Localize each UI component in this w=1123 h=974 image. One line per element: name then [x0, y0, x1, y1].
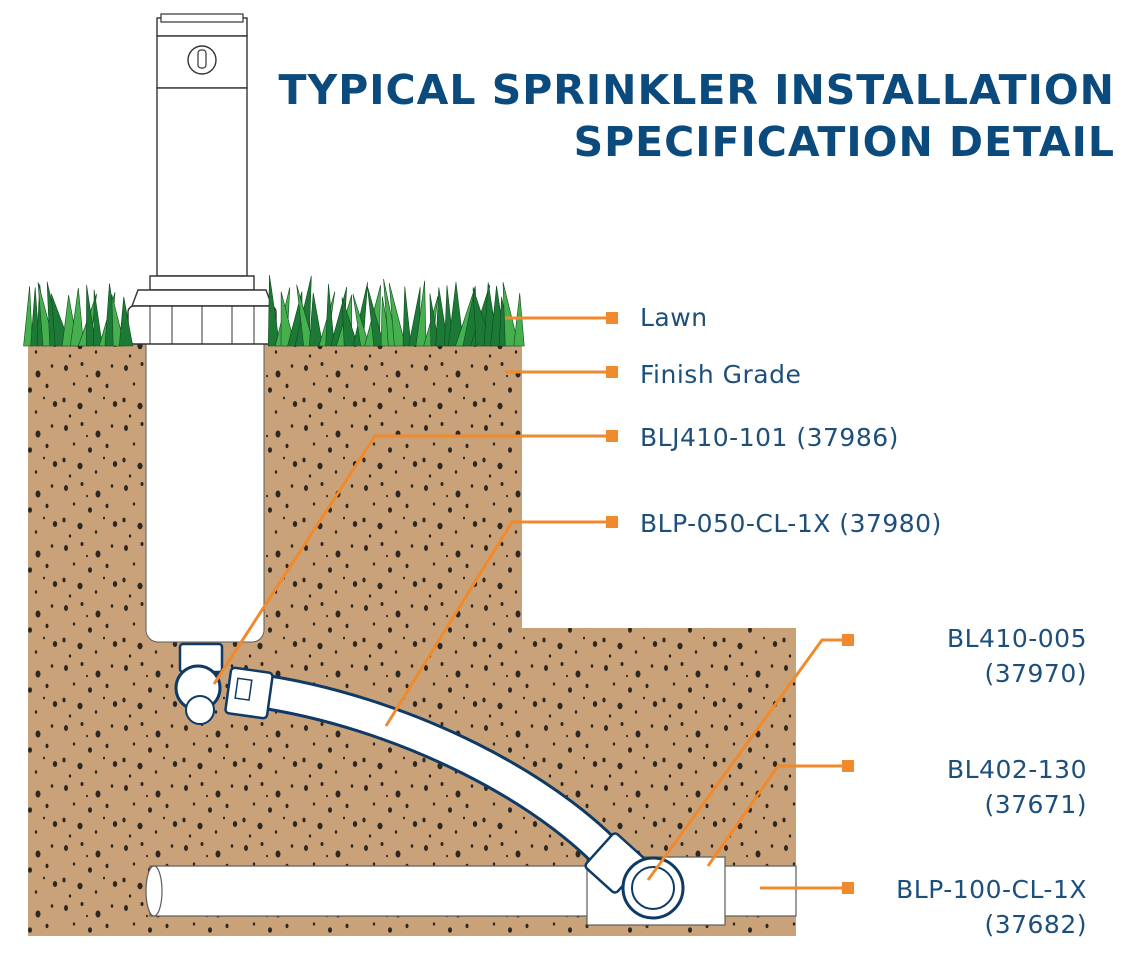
marker-blp050: [606, 516, 618, 528]
grass-blade: [267, 275, 281, 347]
marker-bl402: [842, 760, 854, 772]
grass-blade: [352, 293, 370, 347]
callout-bl402-line-1: BL402-130: [946, 755, 1087, 784]
marker-finish-grade: [606, 366, 618, 378]
marker-blp100: [842, 882, 854, 894]
grass-blade: [367, 286, 385, 347]
diagram-title-line-1: TYPICAL SPRINKLER INSTALLATION: [278, 66, 1115, 114]
grass-blade: [415, 280, 427, 347]
leader-blp050: [384, 520, 612, 727]
diagram-title-line-2: SPECIFICATION DETAIL: [573, 118, 1115, 166]
leader-bl410: [646, 638, 848, 881]
marker-blj410: [606, 430, 618, 442]
callout-blp100-line-1: BLP-100-CL-1X: [896, 875, 1087, 904]
callout-finish-grade: Finish Grade: [640, 360, 802, 389]
marker-bl410: [842, 634, 854, 646]
swing-joint-elbow: [174, 642, 274, 725]
leader-lines: [212, 316, 848, 890]
flex-pipe: [249, 672, 645, 892]
sprinkler-head: [127, 13, 277, 345]
grass-blade: [513, 293, 525, 347]
marker-lawn: [606, 312, 618, 324]
leader-blj410: [212, 434, 612, 685]
callout-bl410-line-2: (37970): [984, 659, 1087, 688]
grass-blade: [308, 292, 324, 347]
grass-blade: [93, 289, 103, 347]
callout-bl402-line-2: (37671): [984, 790, 1087, 819]
elbow-fitting-lower: [584, 832, 685, 920]
callout-blj410: BLJ410-101 (37986): [640, 423, 899, 452]
callout-blp050: BLP-050-CL-1X (37980): [640, 509, 942, 538]
grass-blade: [325, 283, 335, 347]
grass-blade: [388, 282, 407, 347]
grass-blade: [402, 286, 412, 347]
grass-blade: [118, 296, 134, 347]
callout-bl410-line-1: BL410-005: [946, 624, 1087, 653]
sprinkler-trench: [145, 329, 265, 643]
leader-markers: [606, 312, 854, 894]
leader-bl402: [706, 764, 848, 867]
callout-blp100-line-2: (37682): [984, 910, 1087, 939]
callout-lawn: Lawn: [640, 303, 708, 332]
lawn-grass: [23, 275, 525, 347]
